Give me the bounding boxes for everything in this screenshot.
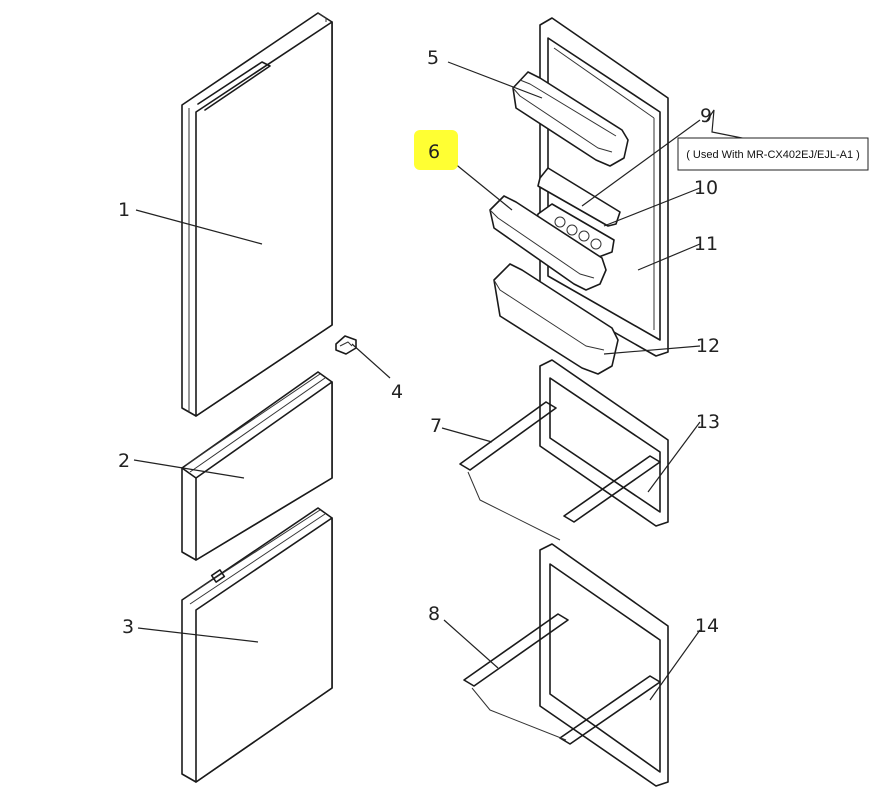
callout-4: 4 (391, 381, 403, 403)
part-7-drawer-rail (459, 401, 661, 541)
callout-12: 12 (696, 335, 720, 357)
callout-11: 11 (694, 233, 718, 255)
callout-6-highlight (414, 130, 458, 170)
part-5-door-bin (512, 71, 629, 167)
callout-1: 1 (118, 199, 130, 221)
model-note: ( Used With MR-CX402EJ/EJL-A1 ) (677, 137, 869, 171)
callout-labels: 1 2 3 4 5 6 7 8 9 10 11 12 13 14 (118, 47, 720, 638)
part-8-drawer-rail (463, 613, 661, 745)
part-13-drawer-frame (539, 359, 669, 527)
leader-lines (133, 61, 753, 701)
part-1-refrigerator-door (181, 12, 333, 417)
callout-14: 14 (695, 615, 719, 637)
callout-2: 2 (118, 450, 130, 472)
part-6-door-bin (489, 195, 607, 291)
callout-13: 13 (696, 411, 720, 433)
part-9-egg-shelf (537, 167, 621, 227)
callout-9: 9 (700, 105, 712, 127)
callout-6: 6 (428, 141, 440, 163)
model-note-text: ( Used With MR-CX402EJ/EJL-A1 ) (686, 149, 860, 161)
callout-10: 10 (694, 177, 718, 199)
part-2-drawer-front (181, 371, 333, 561)
part-3-drawer-front (181, 507, 333, 783)
callout-8: 8 (428, 603, 440, 625)
callout-7: 7 (430, 415, 442, 437)
callout-3: 3 (122, 616, 134, 638)
part-14-drawer-frame (539, 543, 669, 787)
callout-5: 5 (427, 47, 439, 69)
